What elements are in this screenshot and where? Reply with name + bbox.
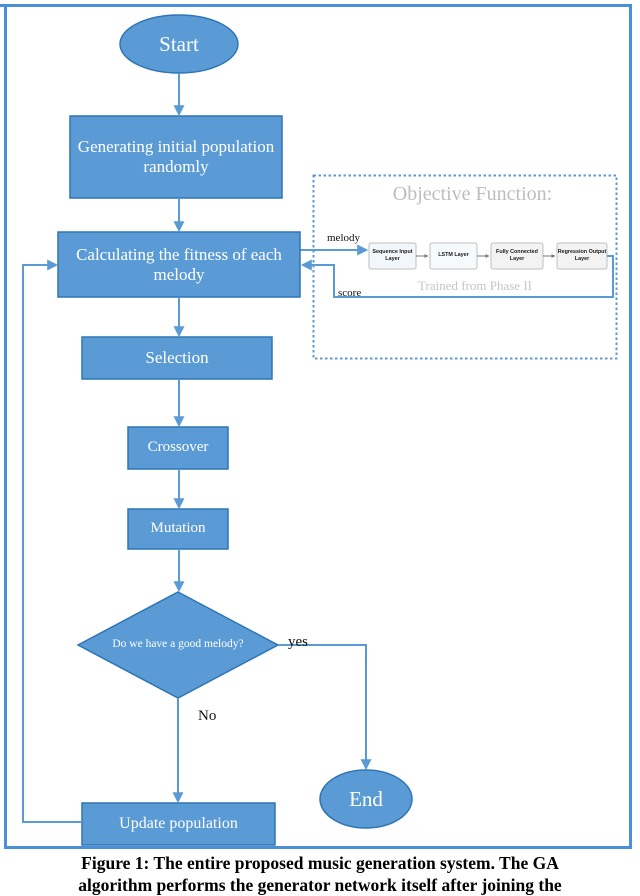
node-generate-population: [69, 115, 283, 199]
node-crossover: [127, 426, 229, 470]
objective-function-panel: [312, 174, 618, 360]
edge-update-to-fitness-feedback: [22, 259, 82, 823]
figure-frame-top: [0, 4, 632, 7]
figure-frame-left: [4, 4, 7, 849]
edge-decision-yes-to-end: [278, 644, 372, 771]
node-update-population: [81, 802, 276, 846]
node-mutation: [127, 508, 229, 550]
figure-caption-line-1: Figure 1: The entire proposed music gene…: [81, 853, 559, 873]
nn-layer-box-fully-connected: [490, 242, 544, 270]
figure-frame-right: [629, 4, 632, 849]
node-start: [119, 14, 239, 74]
nn-layer-box-lstm: [429, 242, 478, 270]
figure-caption: Figure 1: The entire proposed music gene…: [0, 852, 640, 896]
nn-layer-box-regression-output: [556, 242, 608, 270]
node-selection: [81, 336, 273, 380]
node-end: [319, 769, 413, 829]
node-calculate-fitness: [57, 231, 301, 298]
edge-score: [300, 255, 614, 298]
figure-frame-bottom: [4, 846, 632, 849]
nn-layer-box-sequence-input: [368, 242, 417, 270]
figure-caption-line-2: algorithm performs the generator network…: [78, 875, 562, 896]
node-decision: [76, 591, 280, 699]
